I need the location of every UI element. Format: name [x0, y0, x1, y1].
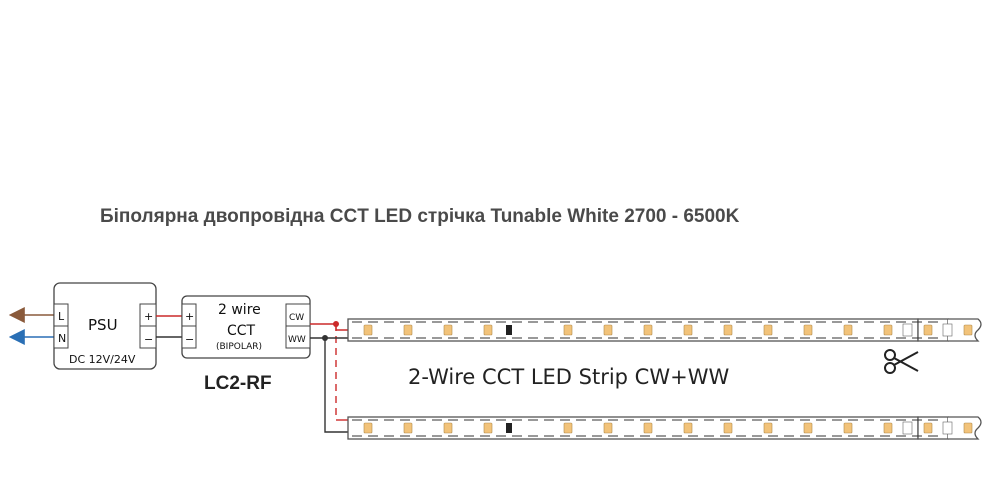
- led-chip: [563, 422, 573, 434]
- led-chip: [603, 324, 613, 336]
- led-chip: [643, 422, 653, 434]
- led-chip: [923, 422, 933, 434]
- controller-model: LC2-RF: [204, 373, 272, 394]
- led-chip: [483, 324, 493, 336]
- led-chip: [763, 324, 773, 336]
- led-chip: [843, 422, 853, 434]
- led-strip-bottom: [347, 416, 982, 440]
- controller-line-3: (BIPOLAR): [216, 342, 262, 352]
- controller-line-1: 2 wire: [218, 302, 261, 318]
- resistor: [506, 325, 512, 335]
- led-chip: [803, 324, 813, 336]
- led-chip: [403, 422, 413, 434]
- led-chip: [363, 422, 373, 434]
- psu-terminal-minus: −: [144, 333, 153, 346]
- psu-terminal-l: L: [58, 310, 65, 323]
- led-chip: [763, 422, 773, 434]
- solder-pad: [942, 421, 953, 435]
- controller-terminal-plus: +: [185, 310, 194, 323]
- led-chip: [403, 324, 413, 336]
- led-chip: [443, 422, 453, 434]
- led-chip: [643, 324, 653, 336]
- solder-pad: [942, 323, 953, 337]
- psu-box: L N + − PSU DC 12V/24V: [53, 282, 157, 370]
- psu-terminal-plus: +: [144, 310, 153, 323]
- led-strip-top: [347, 318, 982, 342]
- solder-pad: [902, 421, 913, 435]
- psu-terminal-n: N: [58, 332, 66, 345]
- led-chip: [843, 324, 853, 336]
- led-chip: [803, 422, 813, 434]
- controller-box: + − CW WW 2 wire CCT (BIPOLAR): [181, 295, 311, 359]
- led-chip: [363, 324, 373, 336]
- led-chip: [683, 324, 693, 336]
- led-chip: [723, 422, 733, 434]
- led-chip: [963, 324, 973, 336]
- controller-terminal-ww: WW: [288, 335, 306, 345]
- psu-label: PSU: [88, 316, 118, 334]
- led-chip: [563, 324, 573, 336]
- controller-line-2: CCT: [227, 323, 256, 339]
- led-strips: [347, 318, 982, 440]
- led-chip: [683, 422, 693, 434]
- controller-terminal-minus: −: [185, 333, 194, 346]
- led-chip: [963, 422, 973, 434]
- led-chip: [603, 422, 613, 434]
- diagram-title: Біполярна двопровідна CCT LED стрічка Tu…: [100, 206, 740, 227]
- led-chip: [883, 324, 893, 336]
- psu-spec: DC 12V/24V: [69, 353, 136, 366]
- solder-pad: [902, 323, 913, 337]
- output-wires: [310, 321, 348, 433]
- led-chip: [483, 422, 493, 434]
- led-chip: [723, 324, 733, 336]
- controller-terminal-cw: CW: [289, 313, 304, 323]
- led-chip: [923, 324, 933, 336]
- led-chip: [883, 422, 893, 434]
- resistor: [506, 423, 512, 433]
- led-chip: [443, 324, 453, 336]
- strip-caption: 2-Wire CCT LED Strip CW+WW: [408, 365, 729, 389]
- scissors-icon: [884, 349, 919, 374]
